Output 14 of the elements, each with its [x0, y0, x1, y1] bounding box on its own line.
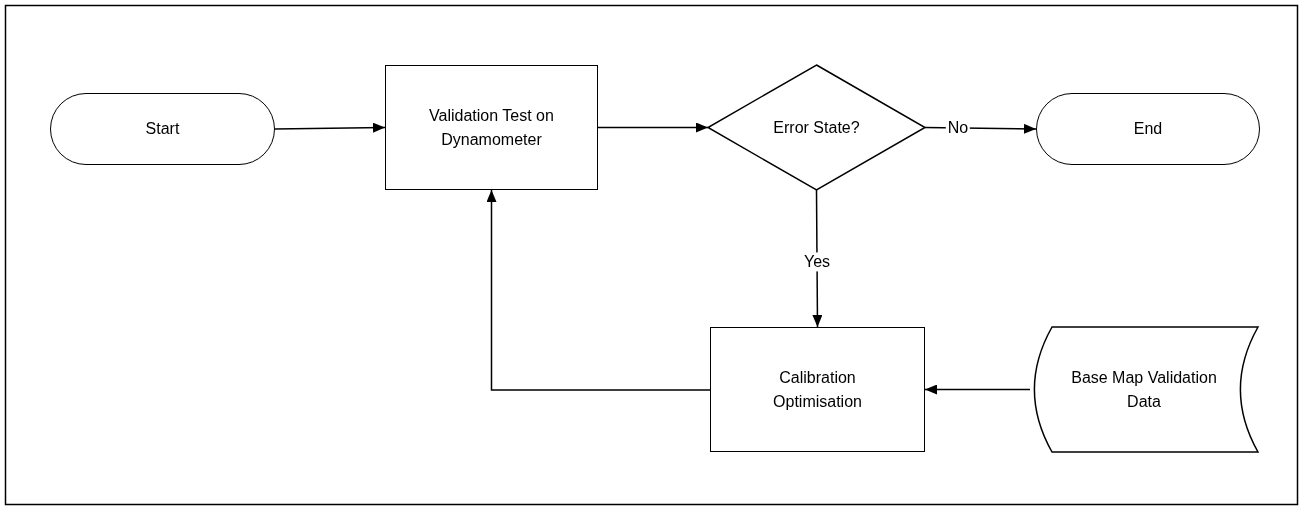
- node-label: End: [1133, 119, 1163, 140]
- arrow: [924, 384, 1031, 395]
- node-label: Base Map Validation Data: [1070, 368, 1218, 412]
- arrow: [597, 122, 709, 133]
- node-label: Calibration Optimisation: [772, 368, 863, 412]
- arrow: [274, 122, 386, 133]
- node-label: Error State?: [773, 117, 860, 138]
- node-label: Start: [145, 119, 180, 140]
- process-box: [385, 65, 598, 190]
- edge-label: Yes: [801, 252, 833, 272]
- decision-diamond: [708, 65, 925, 190]
- process-box: [710, 327, 925, 452]
- arrow: [486, 189, 711, 391]
- node-label: Validation Test on Dynamometer: [428, 106, 555, 150]
